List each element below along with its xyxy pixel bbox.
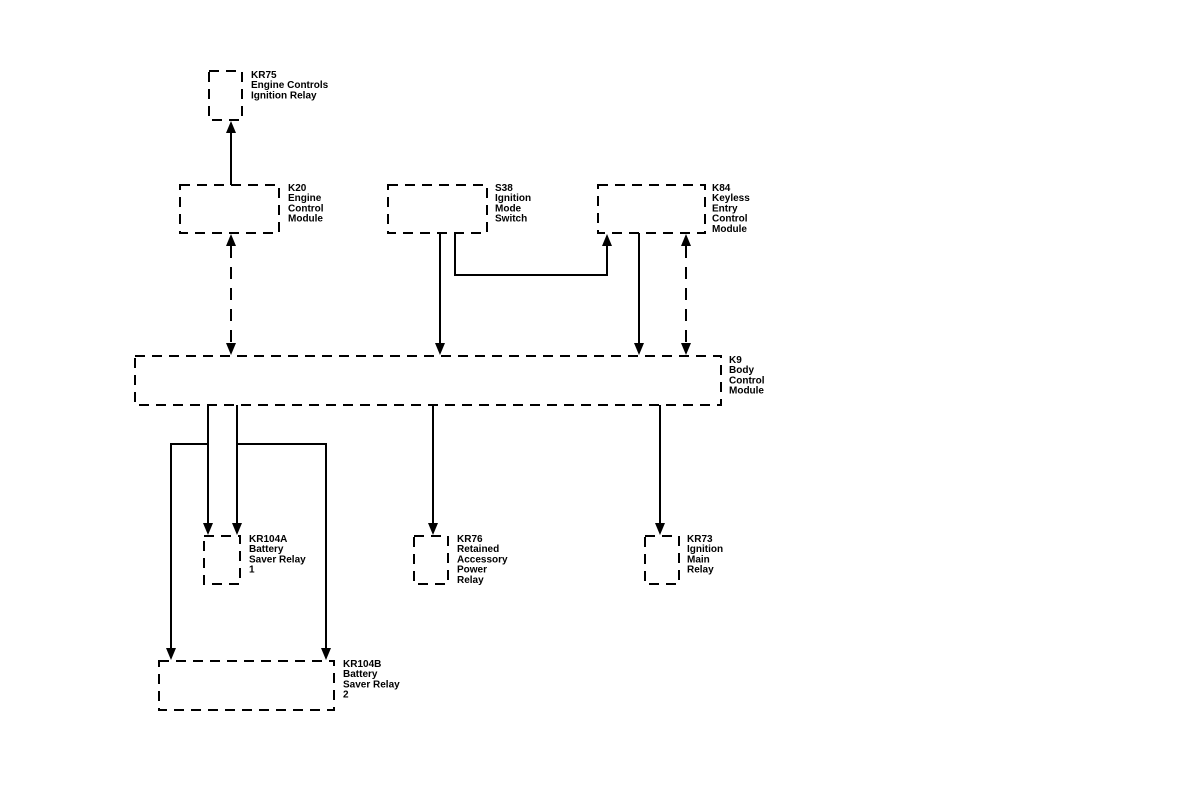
kr73-id: KR73 <box>687 534 713 545</box>
kr104b-line: 2 <box>343 690 349 701</box>
kr104b-id: KR104B <box>343 659 381 670</box>
k9-box <box>134 355 722 406</box>
k9-line: Module <box>729 386 764 397</box>
arrowhead <box>428 523 438 535</box>
arrowhead <box>634 343 644 355</box>
s38-line: Switch <box>495 214 527 225</box>
k84-line: Keyless <box>712 193 750 204</box>
arrowhead <box>226 343 236 355</box>
kr104b-line: Saver Relay <box>343 679 400 690</box>
kr76-label: KR76 Retained Accessory Power Relay <box>457 534 510 586</box>
k20-line: Engine <box>288 193 322 204</box>
s38-line: Ignition <box>495 193 531 204</box>
kr75-line: Engine Controls <box>251 80 329 91</box>
kr73-label: KR73 Ignition Main Relay <box>687 534 726 576</box>
kr76-line: Retained <box>457 544 499 555</box>
k9-line: Control <box>729 375 765 386</box>
arrowhead <box>232 523 242 535</box>
kr104a-box <box>203 535 241 585</box>
k9-id: K9 <box>729 355 742 366</box>
k20-box <box>179 184 280 234</box>
arrowhead <box>203 523 213 535</box>
kr104b-line: Battery <box>343 669 378 680</box>
wire-k9-kr104b-1 <box>170 443 208 648</box>
s38-line: Mode <box>495 203 522 214</box>
kr75-id: KR75 <box>251 70 277 81</box>
kr73-line: Main <box>687 554 710 565</box>
kr73-box <box>644 535 680 585</box>
kr104a-line: Battery <box>249 544 284 555</box>
s38-id: S38 <box>495 183 513 194</box>
kr76-line: Power <box>457 565 487 576</box>
wire-k9-kr104b-2 <box>237 443 327 648</box>
k20-id: K20 <box>288 183 307 194</box>
arrowhead <box>435 343 445 355</box>
wire-s38-k84 <box>454 233 608 276</box>
k20-label: K20 Engine Control Module <box>288 183 326 225</box>
k84-line: Entry <box>712 203 738 214</box>
k20-line: Module <box>288 214 323 225</box>
kr76-id: KR76 <box>457 534 483 545</box>
kr104a-line: 1 <box>249 565 255 576</box>
kr73-line: Relay <box>687 565 714 576</box>
kr76-box <box>413 535 449 585</box>
k9-label: K9 Body Control Module <box>729 355 767 397</box>
arrowhead <box>655 523 665 535</box>
kr104b-box <box>158 660 335 711</box>
arrowhead <box>166 648 176 660</box>
kr75-line: Ignition Relay <box>251 90 317 101</box>
arrowhead <box>226 121 236 133</box>
s38-box <box>387 184 488 234</box>
k84-id: K84 <box>712 183 731 194</box>
k84-box <box>597 184 706 234</box>
kr75-label: KR75 Engine Controls Ignition Relay <box>251 70 331 101</box>
kr73-line: Ignition <box>687 544 723 555</box>
k84-line: Control <box>712 214 748 225</box>
k20-line: Control <box>288 203 324 214</box>
kr104a-id: KR104A <box>249 534 287 545</box>
arrowhead <box>681 343 691 355</box>
k84-line: Module <box>712 224 747 235</box>
arrowhead <box>681 234 691 246</box>
kr75-box <box>208 70 243 121</box>
kr104a-label: KR104A Battery Saver Relay 1 <box>249 534 309 576</box>
k84-label: K84 Keyless Entry Control Module <box>712 183 753 235</box>
kr76-line: Relay <box>457 575 484 586</box>
kr76-line: Accessory <box>457 554 508 565</box>
kr104a-line: Saver Relay <box>249 554 306 565</box>
arrowhead <box>321 648 331 660</box>
s38-label: S38 Ignition Mode Switch <box>495 183 534 225</box>
arrowhead <box>226 234 236 246</box>
kr104b-label: KR104B Battery Saver Relay 2 <box>343 659 403 701</box>
arrowhead <box>602 234 612 246</box>
k9-line: Body <box>729 365 754 376</box>
